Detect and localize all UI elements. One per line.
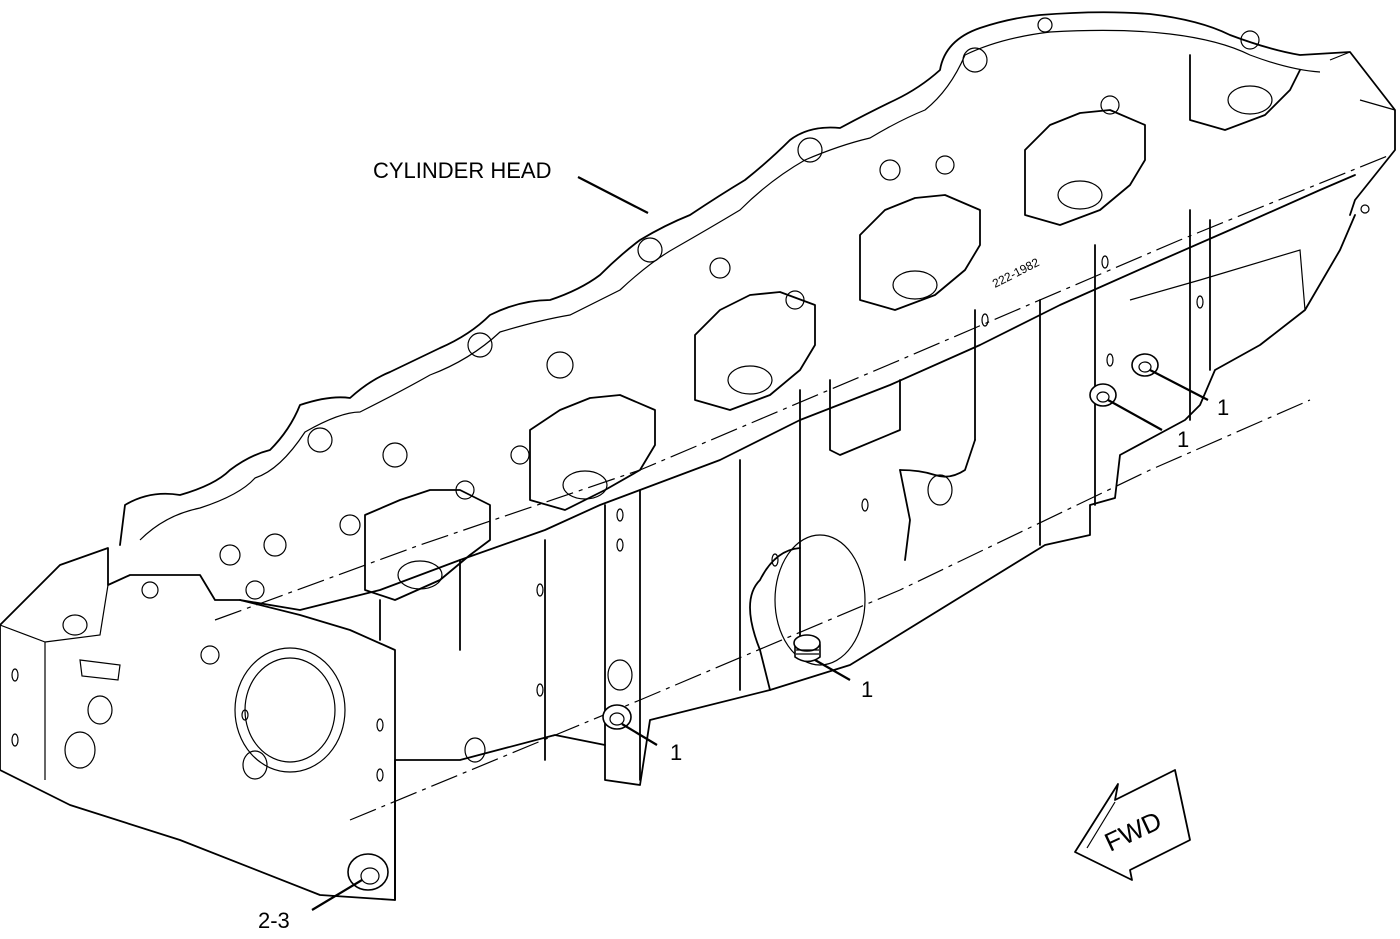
callout-item-1-a: 1 [1217, 395, 1229, 420]
leader-lines [311, 176, 1209, 911]
callout-item-1-b: 1 [1177, 427, 1189, 452]
plug-item-1-c [793, 634, 821, 663]
fwd-label: FWD [1100, 805, 1166, 857]
fwd-arrow: FWD [1074, 769, 1191, 881]
valve-bridges [364, 54, 1301, 601]
casting-part-number: 222-1982 [990, 255, 1042, 291]
cylinder-head-body [0, 11, 1396, 901]
callout-item-1-d: 1 [670, 740, 682, 765]
bolt-holes [11, 17, 1370, 782]
plug-item-2-3 [347, 853, 389, 891]
callout-item-1-c: 1 [861, 677, 873, 702]
cylinder-head-label: CYLINDER HEAD [373, 158, 551, 183]
callout-item-2-3: 2-3 [258, 908, 290, 933]
plug-item-1-d [602, 704, 632, 730]
